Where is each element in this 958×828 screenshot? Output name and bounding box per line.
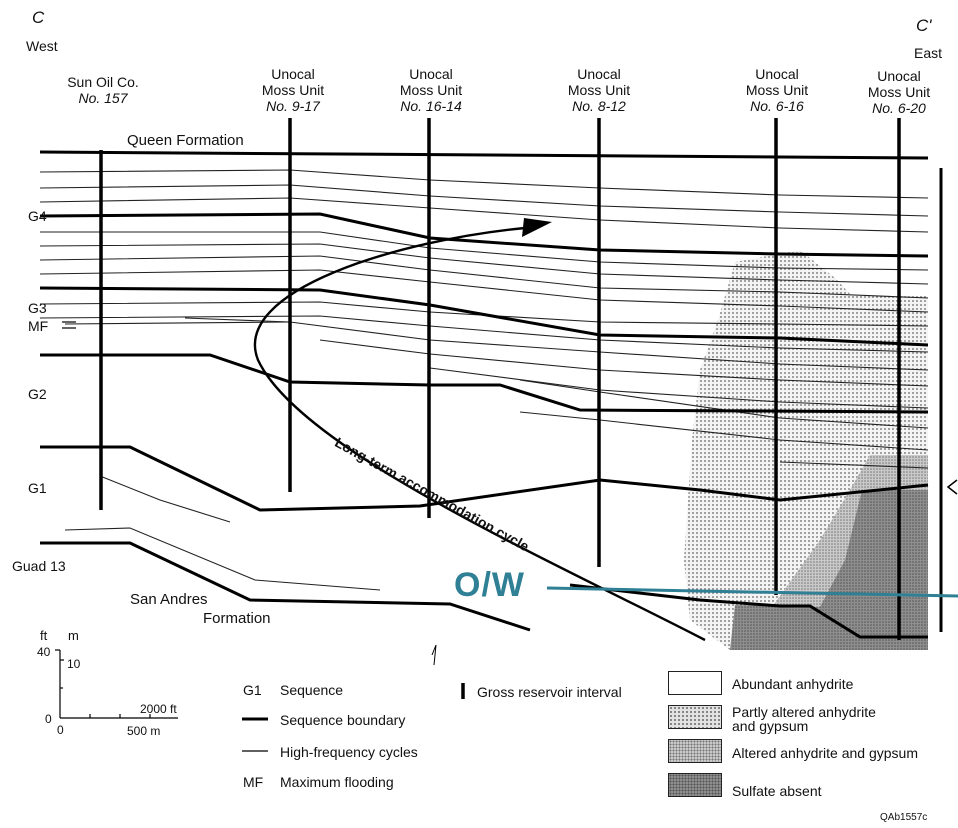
scale-ft-label: ft [40,628,48,643]
sequence-label-g2: G2 [28,386,47,402]
scale-0b-label: 0 [57,723,64,737]
legend-mf-key: MF [243,774,264,790]
high-frequency-cycles [39,169,929,591]
scale-2000ft-label: 2000 ft [140,702,177,716]
queen-formation-label: Queen Formation [127,132,244,149]
legend-reservoir-text: Gross reservoir interval [477,684,622,700]
sequence-boundaries [39,150,929,639]
scale-0-label: 0 [45,712,52,726]
legend-sequence-text: Sequence [280,682,344,698]
well-label-1: Sun Oil Co.No. 157 [67,74,139,106]
zone-sulfate-absent [730,490,928,650]
ow-line [546,586,958,598]
legend-altered-text: Altered anhydrite and gypsum [732,745,918,761]
section-start-letter: C [32,8,45,27]
sequence-label-guad13: Guad 13 [12,558,66,574]
figure-credit: QAb1557c [880,812,928,823]
sequence-label-g4: G4 [28,208,47,224]
scale-m-label: m [68,628,79,643]
ow-contact-label: O/W [454,566,525,604]
scale-500m-label: 500 m [127,724,161,738]
scale-10-label: 10 [67,657,81,671]
legend-altered-swatch [668,739,722,763]
mf-label: MF [28,318,49,334]
sequence-label-g1: G1 [28,480,47,496]
san-andres-label-2: Formation [203,610,271,627]
legend-cycles-text: High-frequency cycles [280,744,418,760]
legend-partly-text-1: Partly altered anhydrite [732,704,876,720]
legend-partly-text-2: and gypsum [732,718,809,734]
scale-bar [55,649,178,719]
legend-mf-text: Maximum flooding [280,774,394,790]
sequence-label-g3: G3 [28,300,47,316]
well-lines [99,118,901,640]
legend-absent-text: Sulfate absent [732,783,822,799]
section-end-direction: East [914,45,943,61]
legend-abundant-text: Abundant anhydrite [732,676,854,692]
arrow-mark [946,479,958,495]
legend-partly-swatch [668,705,722,729]
legend-abundant-swatch [668,671,722,695]
accommodation-cycle-curve [254,226,706,642]
mf-ticks [62,321,76,329]
scale-40-label: 40 [37,645,51,659]
legend-absent-swatch [668,773,722,797]
section-start-direction: West [26,38,58,54]
legend-boundary-text: Sequence boundary [280,712,406,728]
section-end-letter: C' [916,16,932,35]
cycle-arrowhead [522,218,552,237]
san-andres-label-1: San Andres [130,591,208,608]
legend-sequence-key: G1 [243,682,262,698]
